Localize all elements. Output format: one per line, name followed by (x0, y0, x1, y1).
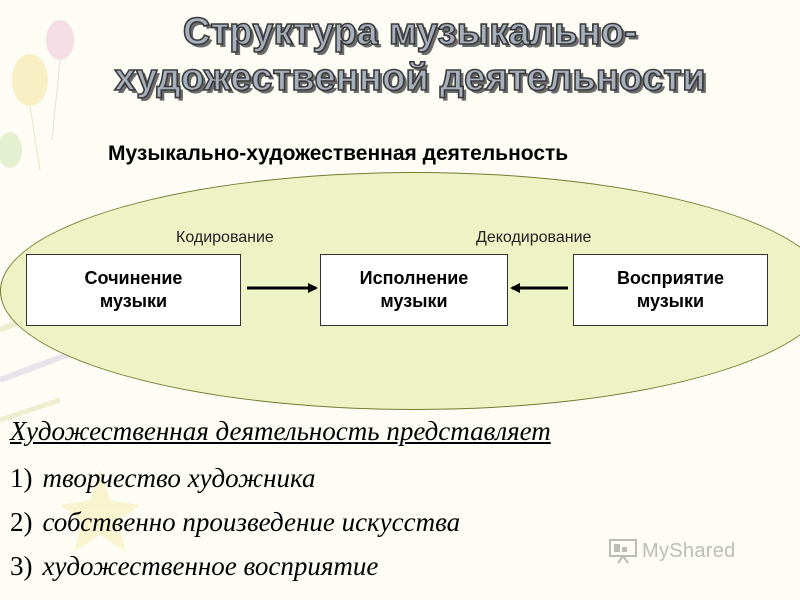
performance-box: Исполнение музыки (320, 254, 508, 326)
list-item: 2) собственно произведение искусства (10, 502, 460, 546)
list-item-text: художественное восприятие (42, 551, 379, 581)
list-item-number: 1) (10, 463, 33, 493)
balloon-yellow (12, 54, 48, 106)
composition-box-label: Сочинение музыки (84, 268, 183, 311)
watermark-text: MyShared (642, 539, 736, 562)
balloon-pink (46, 20, 74, 60)
decoding-label: Декодирование (476, 229, 592, 246)
slide-title-line-2: художественной деятельности (114, 56, 707, 100)
list-item: 1) творчество художника (10, 458, 460, 502)
star-decoration (60, 470, 140, 552)
list-item-number: 3) (10, 551, 33, 581)
performance-box-label: Исполнение музыки (359, 268, 469, 311)
presentation-board-icon (609, 539, 637, 564)
composition-box: Сочинение музыки (26, 254, 241, 326)
list-item-text: собственно произведение искусства (42, 507, 461, 537)
list-item-text: творчество художника (42, 463, 316, 493)
watermark: MyShared (608, 538, 736, 564)
coding-label: Кодирование (176, 229, 274, 246)
list-item-number: 2) (10, 507, 33, 537)
statement-heading: Художественная деятельность представляет (10, 416, 551, 446)
balloon-green (0, 132, 22, 168)
list-item: 3) художественное восприятие (10, 546, 460, 590)
perception-box: Восприятие музыки (573, 254, 768, 326)
statement-list: 1) творчество художника 2) собственно прои… (10, 458, 460, 590)
diagram-heading: Музыкально-художественная деятельность (108, 142, 569, 165)
slide-title-line-1: Структура музыкально- (182, 10, 638, 54)
perception-box-label: Восприятие музыки (616, 268, 725, 311)
